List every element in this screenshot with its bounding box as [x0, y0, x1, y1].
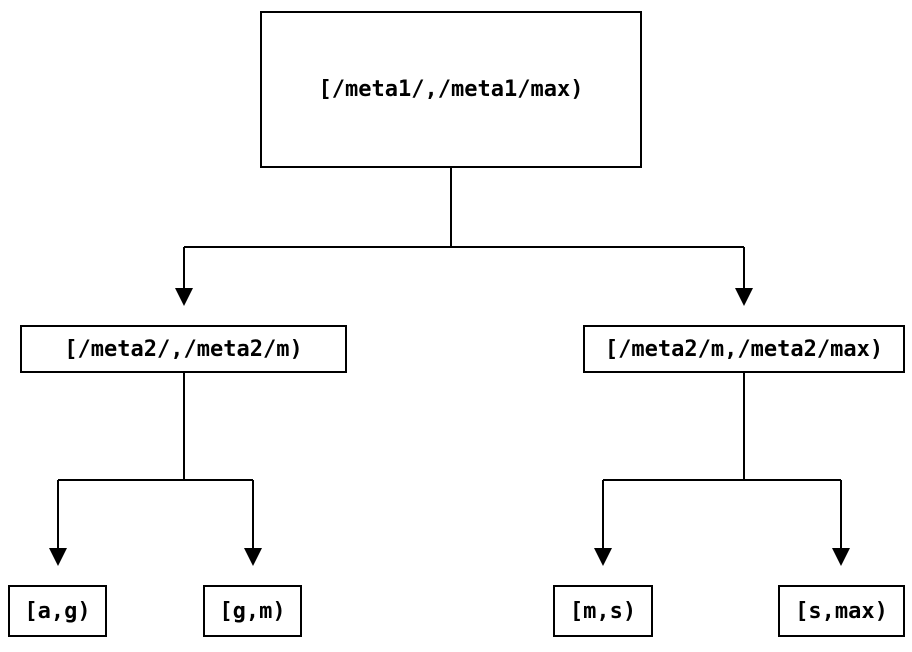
node-leaf-smax: [s,max) — [778, 585, 905, 637]
edge-left-to-leaves — [49, 373, 262, 566]
arrowhead-leaf-smax — [832, 548, 850, 566]
arrowhead-left-child — [175, 288, 193, 306]
node-right-subrange: [/meta2/m,/meta2/max) — [583, 325, 905, 373]
arrowhead-leaf-ms — [594, 548, 612, 566]
node-leaf-ms-label: [m,s) — [569, 598, 637, 624]
arrowhead-leaf-ag — [49, 548, 67, 566]
node-root-label: [/meta1/,/meta1/max) — [318, 77, 584, 102]
node-leaf-ms: [m,s) — [553, 585, 653, 637]
node-leaf-gm: [g,m) — [203, 585, 302, 637]
node-left-label: [/meta2/,/meta2/m) — [64, 336, 303, 362]
node-leaf-ag: [a,g) — [8, 585, 107, 637]
arrowhead-leaf-gm — [244, 548, 262, 566]
node-right-label: [/meta2/m,/meta2/max) — [604, 336, 884, 362]
node-root: [/meta1/,/meta1/max) — [260, 11, 642, 168]
node-leaf-smax-label: [s,max) — [795, 598, 888, 624]
node-leaf-ag-label: [a,g) — [24, 598, 91, 624]
arrowhead-right-child — [735, 288, 753, 306]
node-left-subrange: [/meta2/,/meta2/m) — [20, 325, 347, 373]
edge-root-to-children — [175, 168, 753, 306]
edge-right-to-leaves — [594, 373, 850, 566]
node-leaf-gm-label: [g,m) — [219, 598, 286, 624]
